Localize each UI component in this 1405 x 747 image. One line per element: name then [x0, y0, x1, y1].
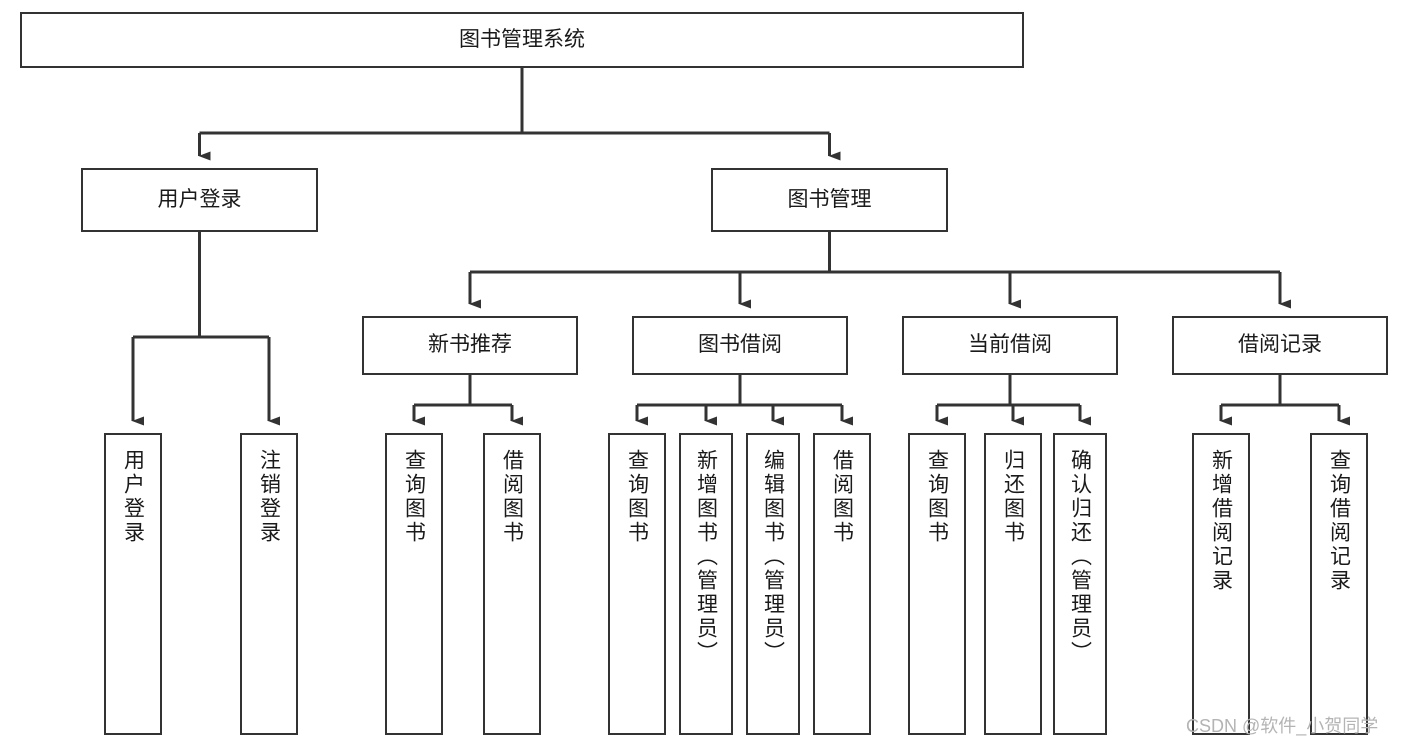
node-label: 借阅图书 — [500, 449, 524, 545]
leaf-borrow-lend-book[interactable]: 借阅图书 — [813, 433, 871, 735]
leaf-borrow-add-book-admin[interactable]: 新增图书（管理员） — [679, 433, 733, 735]
node-book-borrow[interactable]: 图书借阅 — [632, 316, 848, 375]
leaf-borrow-query-book[interactable]: 查询图书 — [608, 433, 666, 735]
node-label: 查询图书 — [925, 449, 949, 545]
leaf-current-confirm-return-admin[interactable]: 确认归还（管理员） — [1053, 433, 1107, 735]
node-label: 图书借阅 — [698, 333, 782, 357]
node-label: 归还图书 — [1001, 449, 1025, 545]
node-label: 借阅图书 — [830, 449, 854, 545]
node-label: 查询借阅记录 — [1327, 449, 1351, 593]
node-label: 用户登录 — [121, 449, 145, 545]
node-current-borrow[interactable]: 当前借阅 — [902, 316, 1118, 375]
node-label: 查询图书 — [402, 449, 426, 545]
node-borrow-records[interactable]: 借阅记录 — [1172, 316, 1388, 375]
node-label: 新增借阅记录 — [1209, 449, 1233, 593]
node-new-book-recommend[interactable]: 新书推荐 — [362, 316, 578, 375]
node-label: 查询图书 — [625, 449, 649, 545]
node-book-management[interactable]: 图书管理 — [711, 168, 948, 232]
csdn-watermark: CSDN @软件_小贺同学 — [1186, 716, 1379, 736]
node-label: 用户登录 — [157, 187, 242, 211]
node-label: 新书推荐 — [428, 333, 512, 357]
node-label: 图书管理 — [787, 187, 872, 211]
leaf-borrow-edit-book-admin[interactable]: 编辑图书（管理员） — [746, 433, 800, 735]
node-label: 当前借阅 — [968, 333, 1052, 357]
node-label: 新增图书（管理员） — [694, 449, 718, 665]
leaf-newbook-borrow-book[interactable]: 借阅图书 — [483, 433, 541, 735]
node-book-management-system[interactable]: 图书管理系统 — [20, 12, 1024, 68]
node-label: 注销登录 — [257, 449, 281, 545]
leaf-logout[interactable]: 注销登录 — [240, 433, 298, 735]
node-label: 借阅记录 — [1238, 333, 1322, 357]
leaf-current-query-book[interactable]: 查询图书 — [908, 433, 966, 735]
leaf-newbook-query-book[interactable]: 查询图书 — [385, 433, 443, 735]
node-label: 图书管理系统 — [459, 27, 585, 51]
leaf-records-query-record[interactable]: 查询借阅记录 — [1310, 433, 1368, 735]
leaf-records-add-record[interactable]: 新增借阅记录 — [1192, 433, 1250, 735]
node-user-login[interactable]: 用户登录 — [81, 168, 318, 232]
leaf-user-login[interactable]: 用户登录 — [104, 433, 162, 735]
node-label: 确认归还（管理员） — [1068, 449, 1092, 665]
node-label: 编辑图书（管理员） — [761, 449, 785, 665]
leaf-current-return-book[interactable]: 归还图书 — [984, 433, 1042, 735]
